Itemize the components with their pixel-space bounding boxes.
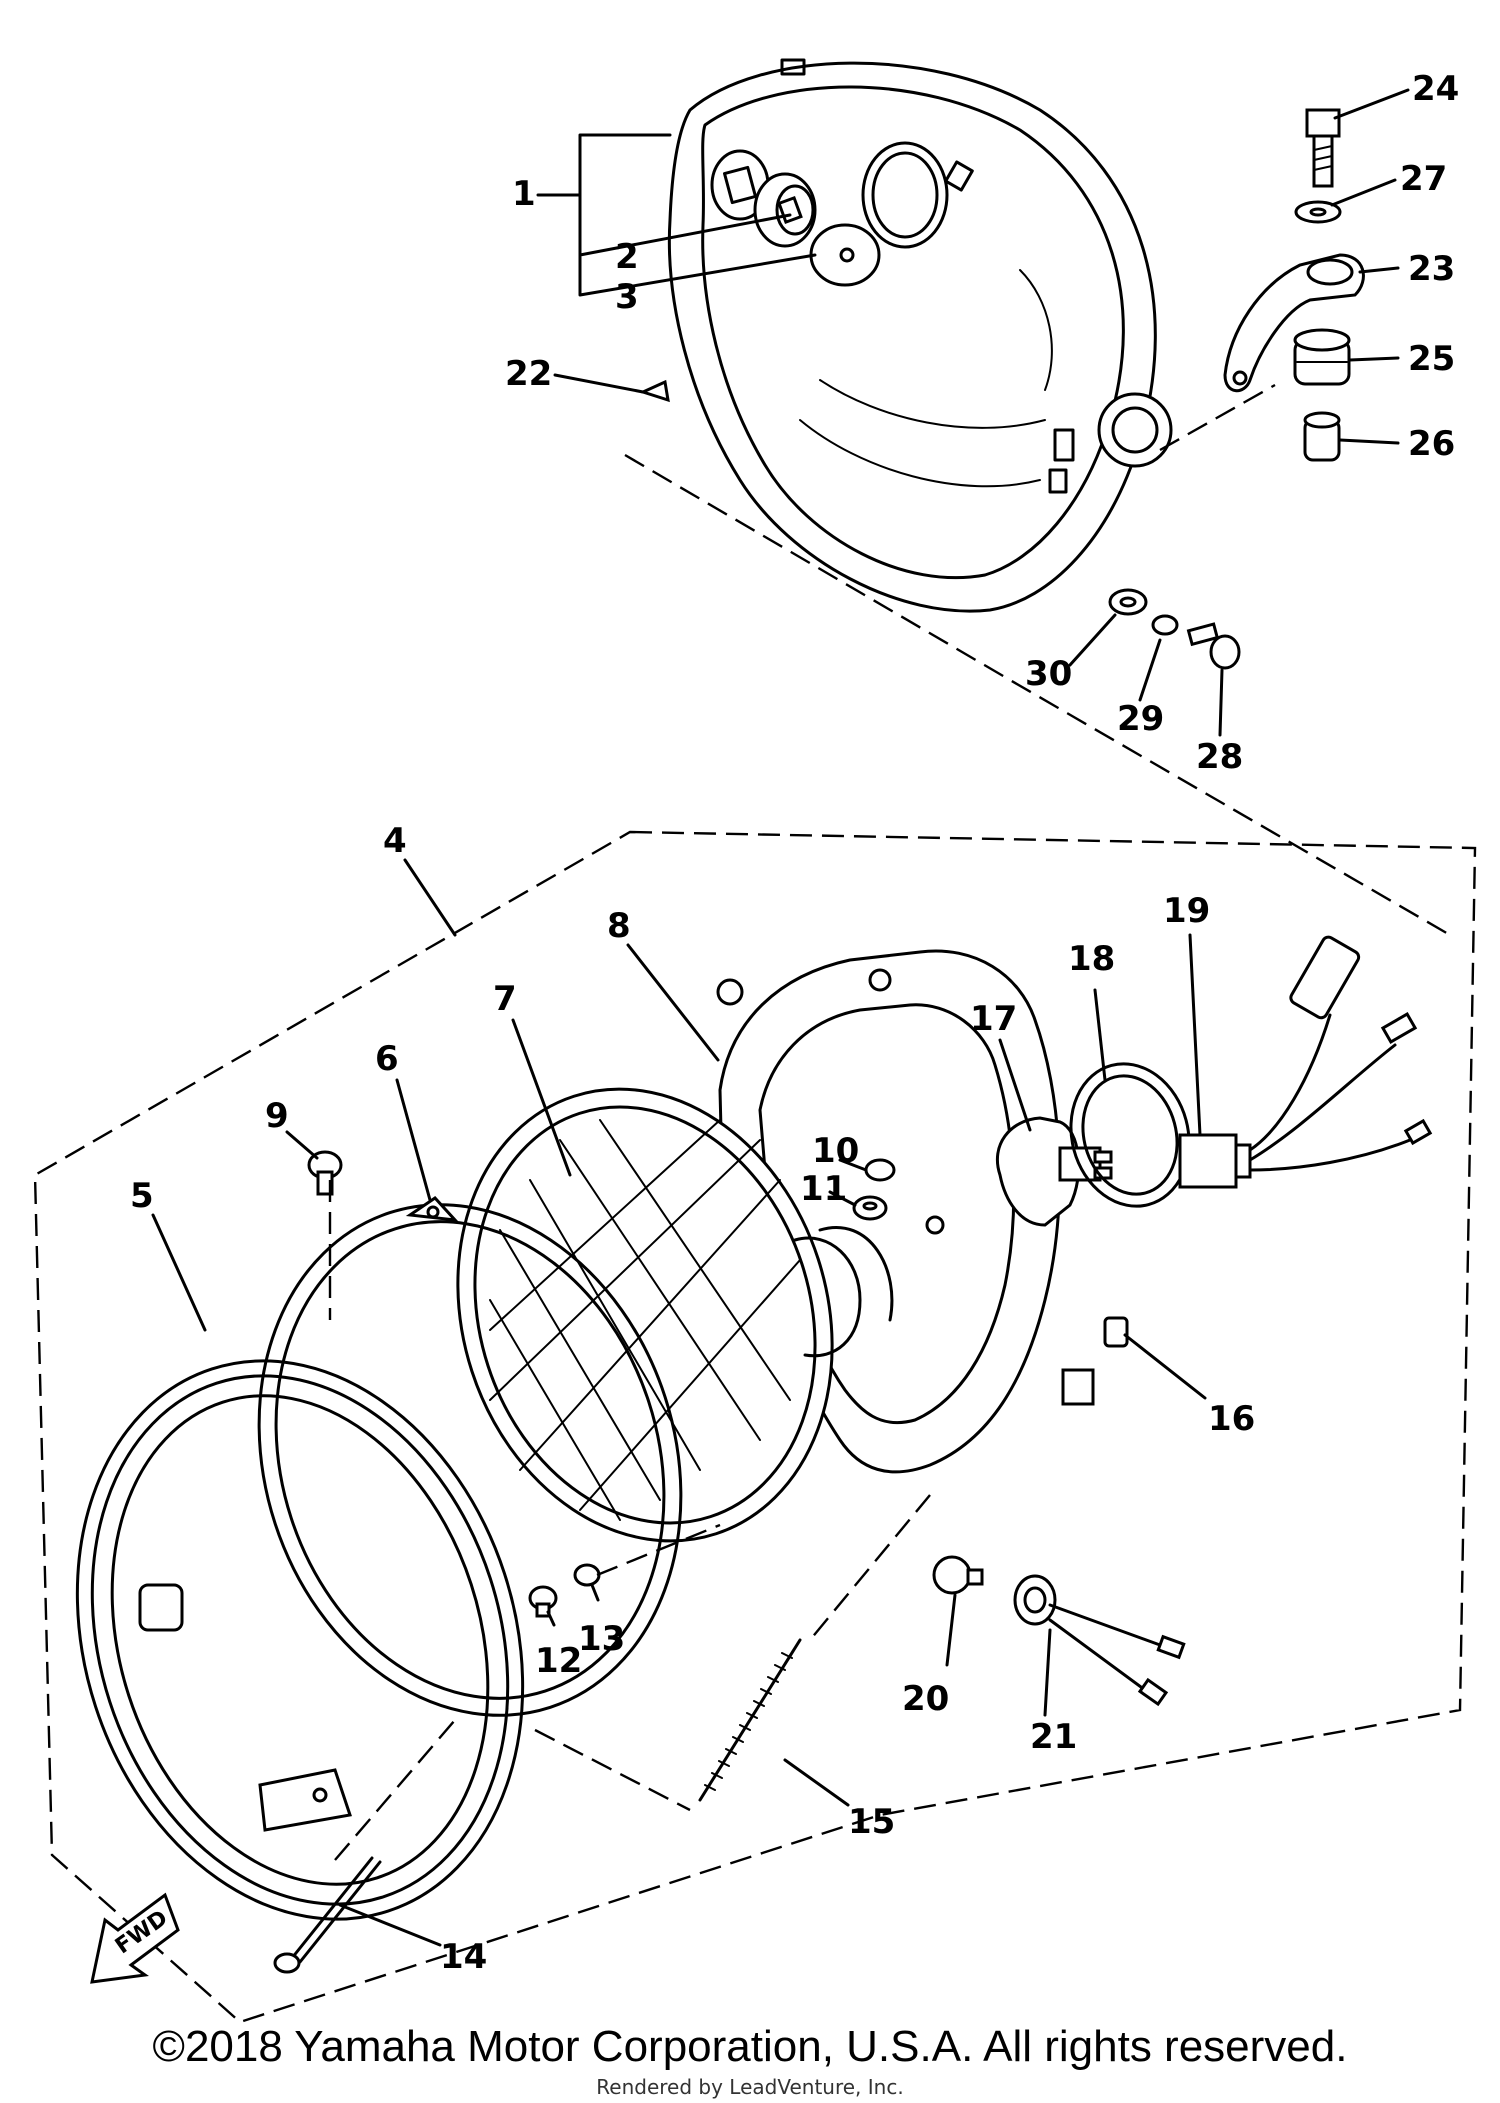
grommet-2 (753, 172, 817, 248)
assembly-4-boundary (33, 830, 1477, 2024)
bolt-28 (1186, 622, 1241, 670)
lock-washer-29 (1151, 614, 1179, 636)
callout-11: 11 (800, 1169, 847, 1209)
screw-9 (307, 1150, 343, 1196)
callout-13: 13 (578, 1619, 625, 1659)
callout-6: 6 (375, 1039, 399, 1079)
callout-9: 9 (265, 1096, 289, 1136)
position-socket-21 (1013, 1574, 1186, 1707)
cap-3 (809, 223, 881, 287)
leader-lines (151, 88, 1410, 1947)
callout-30: 30 (1025, 654, 1072, 694)
callout-3: 3 (615, 277, 639, 317)
bulb-retainer-18 (1069, 1062, 1191, 1208)
callout-5: 5 (130, 1176, 154, 1216)
headlight-rim-5 (75, 1359, 525, 1921)
screw-12 (528, 1585, 558, 1618)
callout-8: 8 (607, 906, 631, 946)
callout-19: 19 (1163, 891, 1210, 931)
callout-18: 18 (1068, 939, 1115, 979)
washer-27 (1294, 200, 1342, 224)
callout-14: 14 (440, 1937, 487, 1977)
callout-23: 23 (1408, 249, 1455, 289)
callout-7: 7 (493, 979, 517, 1019)
callout-28: 28 (1196, 737, 1243, 777)
callout-26: 26 (1408, 424, 1455, 464)
callout-12: 12 (535, 1641, 582, 1681)
callout-22: 22 (505, 354, 552, 394)
callout-10: 10 (812, 1131, 859, 1171)
nut-10 (864, 1158, 896, 1182)
damper-25 (1293, 328, 1351, 386)
callout-20: 20 (902, 1679, 949, 1719)
nut-11 (852, 1195, 888, 1221)
mounting-ring-6 (257, 1196, 683, 1717)
washer-13 (573, 1563, 601, 1587)
callout-4: 4 (383, 821, 407, 861)
washer-30 (1108, 588, 1148, 616)
callout-27: 27 (1400, 159, 1447, 199)
spring-15 (698, 1638, 802, 1802)
forward-arrow-icon: FWD (90, 1892, 180, 1984)
screw-22 (638, 379, 670, 403)
copyright-notice: ©2018 Yamaha Motor Corporation, U.S.A. A… (152, 2022, 1348, 2071)
bolt-24 (1305, 108, 1341, 188)
bulb-17 (995, 1116, 1113, 1227)
position-bulb-20 (932, 1555, 984, 1595)
sealed-beam-unit-7 (456, 1087, 894, 1543)
callout-25: 25 (1408, 339, 1455, 379)
callout-15: 15 (848, 1802, 895, 1842)
connector-16 (1061, 1316, 1129, 1406)
bracket-23 (1223, 253, 1365, 393)
callout-21: 21 (1030, 1717, 1077, 1757)
bulb-socket-19 (1178, 935, 1433, 1189)
collar-26 (1303, 411, 1341, 462)
rendered-by-credit: Rendered by LeadVenture, Inc. (596, 2075, 904, 2099)
callout-2: 2 (615, 237, 639, 277)
callout-1: 1 (512, 174, 536, 214)
headlight-body-shell (667, 58, 1173, 613)
callout-24: 24 (1412, 69, 1459, 109)
part-callouts: 1234567891011121314151617181920212223242… (130, 69, 1459, 1977)
callout-17: 17 (970, 999, 1017, 1039)
callout-29: 29 (1117, 699, 1164, 739)
adjusting-screw-14 (273, 1856, 382, 1974)
callout-16: 16 (1208, 1399, 1255, 1439)
